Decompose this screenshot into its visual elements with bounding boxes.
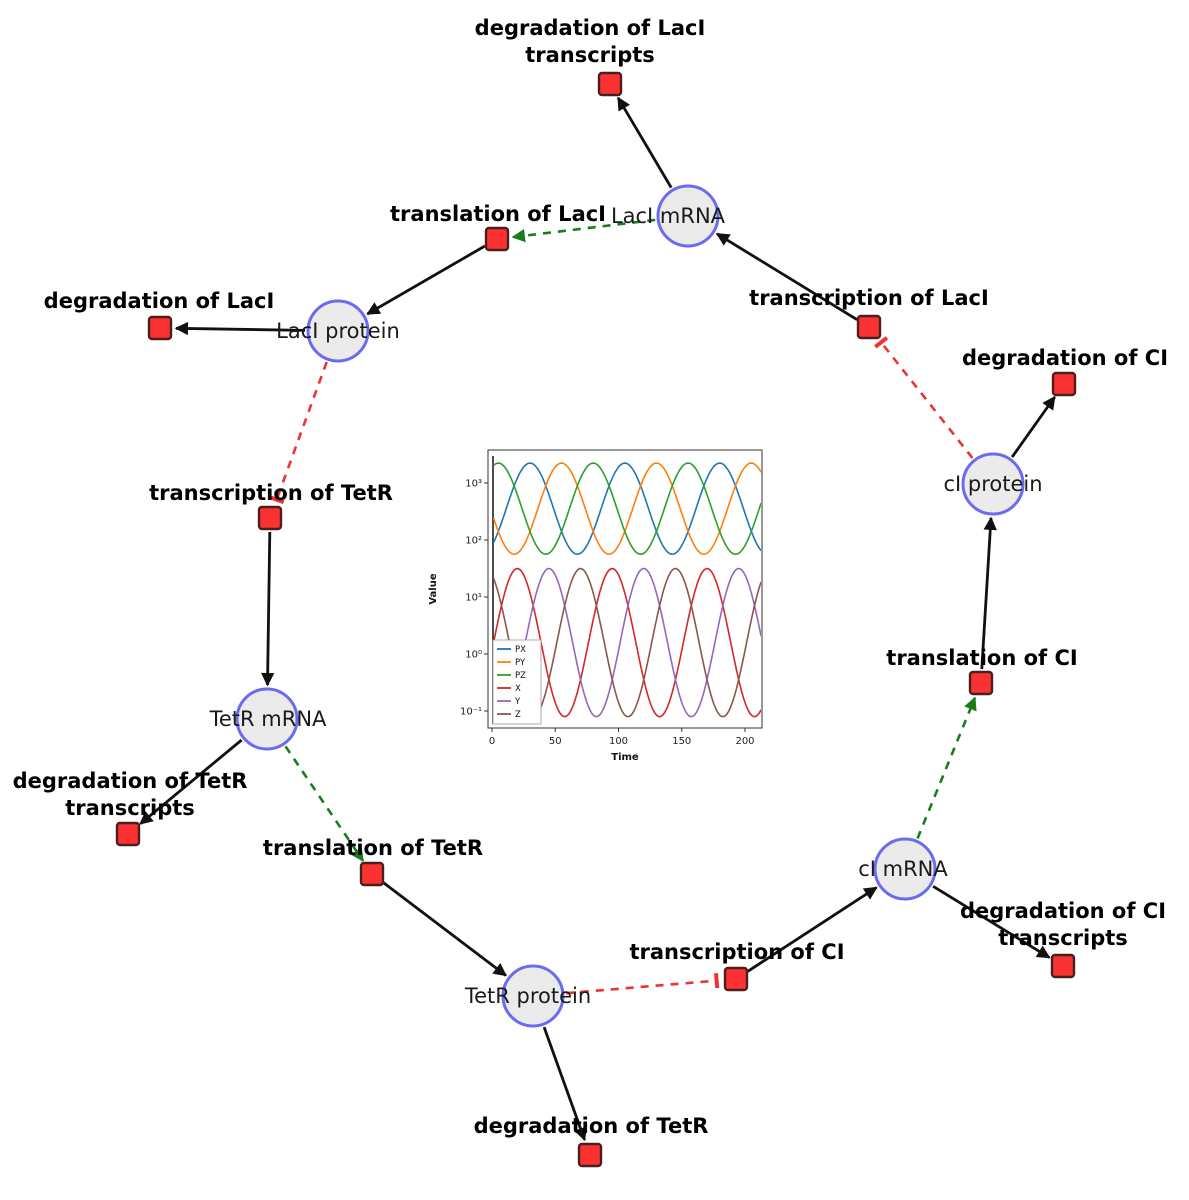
reaction-node-deg-ci-tx[interactable] bbox=[1050, 953, 1076, 979]
label-deg-ci: degradation of CI bbox=[962, 346, 1168, 370]
reaction-node-translation-laci[interactable] bbox=[484, 226, 510, 252]
reaction-node-deg-ci[interactable] bbox=[1051, 371, 1077, 397]
x-tick-label-0: 0 bbox=[489, 736, 495, 747]
edge-transcription-tetr-to-tetr-mrna bbox=[261, 531, 275, 687]
label-tetr-protein: TetR protein bbox=[464, 984, 591, 1008]
curve-PZ bbox=[493, 462, 761, 556]
curve-X bbox=[492, 567, 761, 718]
x-tick-label-3: 150 bbox=[672, 736, 691, 747]
label-ci-mrna: cI mRNA bbox=[858, 857, 948, 881]
y-tick-label-4: 10³ bbox=[465, 479, 482, 490]
legend-label-Y: Y bbox=[514, 697, 521, 707]
label-deg-laci: degradation of LacI bbox=[44, 289, 275, 313]
edge-laci-protein-to-transcription-tetr bbox=[268, 361, 328, 505]
legend-label-PX: PX bbox=[515, 645, 526, 655]
x-tick-label-2: 100 bbox=[609, 736, 628, 747]
x-tick-label-1: 50 bbox=[549, 736, 562, 747]
curve-Y bbox=[492, 567, 761, 718]
label-laci-mrna: LacI mRNA bbox=[611, 204, 726, 228]
reaction-node-translation-ci[interactable] bbox=[968, 670, 994, 696]
species-node-laci-mrna[interactable] bbox=[656, 184, 720, 248]
curve-PX bbox=[492, 462, 761, 556]
y-axis-label: Value bbox=[428, 573, 439, 604]
species-node-ci-mrna[interactable] bbox=[873, 837, 937, 901]
edge-laci-protein-to-deg-laci bbox=[174, 321, 306, 336]
label-transcription-laci: transcription of LacI bbox=[749, 286, 989, 310]
label-translation-tetr: translation of TetR bbox=[263, 836, 483, 860]
label-translation-laci: translation of LacI bbox=[390, 202, 606, 226]
legend-label-PZ: PZ bbox=[515, 671, 526, 681]
label-deg-laci-tx-line2: transcripts bbox=[525, 43, 655, 67]
curve-PY bbox=[492, 462, 761, 556]
label-deg-tetr-tx-line2: transcripts bbox=[65, 796, 195, 820]
label-ci-protein: cI protein bbox=[943, 472, 1042, 496]
legend-label-X: X bbox=[515, 684, 521, 694]
edge-laci-mrna-to-deg-laci-tx bbox=[616, 96, 673, 189]
reaction-node-deg-tetr[interactable] bbox=[577, 1142, 603, 1168]
nodes-layer bbox=[115, 71, 1077, 1168]
reaction-node-deg-laci-tx[interactable] bbox=[597, 71, 623, 97]
y-tick-label-2: 10¹ bbox=[465, 593, 482, 604]
label-transcription-ci: transcription of CI bbox=[629, 940, 844, 964]
reaction-node-translation-tetr[interactable] bbox=[359, 861, 385, 887]
species-node-tetr-protein[interactable] bbox=[501, 964, 565, 1028]
edge-ci-protein-to-deg-ci bbox=[1010, 395, 1056, 458]
legend-label-PY: PY bbox=[515, 658, 526, 668]
label-deg-ci-tx-line2: transcripts bbox=[998, 926, 1128, 950]
label-deg-laci-tx: degradation of LacI bbox=[475, 16, 706, 40]
reaction-node-transcription-tetr[interactable] bbox=[257, 505, 283, 531]
edge-translation-tetr-to-tetr-protein bbox=[382, 881, 507, 977]
species-node-laci-protein[interactable] bbox=[306, 299, 370, 363]
edge-tetr-protein-to-transcription-ci bbox=[565, 973, 720, 995]
edge-transcription-laci-to-laci-mrna bbox=[715, 232, 858, 321]
species-node-tetr-mrna[interactable] bbox=[235, 687, 299, 751]
edge-tetr-protein-to-deg-tetr bbox=[542, 1026, 587, 1142]
edge-ci-mrna-to-translation-ci bbox=[916, 696, 977, 839]
label-deg-tetr-tx: degradation of TetR bbox=[13, 769, 248, 793]
edge-ci-protein-to-transcription-laci bbox=[873, 336, 974, 459]
label-deg-tetr: degradation of TetR bbox=[474, 1114, 709, 1138]
y-tick-label-0: 10⁻¹ bbox=[460, 707, 482, 718]
label-transcription-tetr: transcription of TetR bbox=[149, 481, 393, 505]
x-axis-label: Time bbox=[611, 752, 639, 763]
label-laci-protein: LacI protein bbox=[276, 319, 400, 343]
label-tetr-mrna: TetR mRNA bbox=[209, 707, 327, 731]
species-node-ci-protein[interactable] bbox=[961, 452, 1025, 516]
reaction-node-transcription-laci[interactable] bbox=[856, 314, 882, 340]
y-tick-label-3: 10² bbox=[465, 536, 482, 547]
edge-transcription-ci-to-ci-mrna bbox=[746, 886, 878, 973]
edge-ci-mrna-to-deg-ci-tx bbox=[932, 885, 1051, 959]
legend-box bbox=[492, 639, 542, 725]
reaction-node-deg-laci[interactable] bbox=[147, 315, 173, 341]
label-translation-ci: translation of CI bbox=[886, 646, 1077, 670]
label-deg-ci-tx: degradation of CI bbox=[960, 899, 1166, 923]
edge-translation-ci-to-ci-protein bbox=[980, 516, 997, 670]
reaction-node-deg-tetr-tx[interactable] bbox=[115, 821, 141, 847]
reaction-node-transcription-ci[interactable] bbox=[723, 966, 749, 992]
x-tick-label-4: 200 bbox=[735, 736, 754, 747]
edge-tetr-mrna-to-deg-tetr-tx bbox=[139, 738, 243, 825]
legend-label-Z: Z bbox=[515, 710, 521, 720]
y-tick-label-1: 10⁰ bbox=[465, 650, 482, 661]
edges-layer bbox=[139, 96, 1056, 1142]
edge-translation-laci-to-laci-protein bbox=[366, 244, 486, 316]
